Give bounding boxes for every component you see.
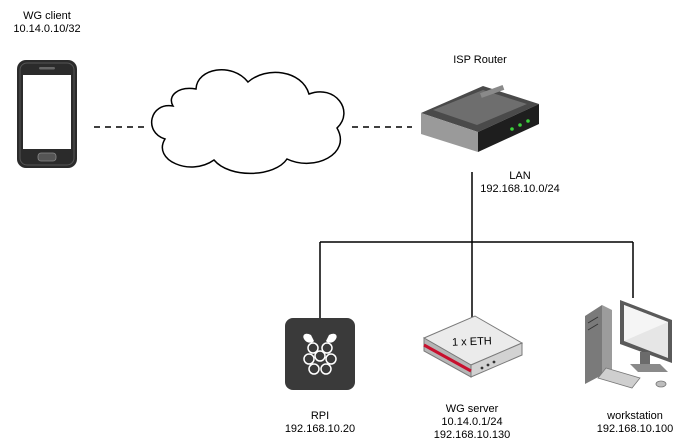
wg-server-tunnel-ip: 10.14.0.1/24 [441, 416, 503, 428]
server-appliance-icon [422, 315, 524, 378]
rpi-name: RPI [310, 410, 330, 422]
wg-client-name: WG client [23, 10, 71, 22]
lan-name: LAN [509, 170, 531, 182]
workstation-ip: 192.168.10.100 [596, 423, 674, 435]
rpi-label: RPI 192.168.10.20 [270, 410, 370, 436]
workstation-icon [585, 300, 672, 389]
rpi-ip: 192.168.10.20 [284, 423, 356, 435]
wg-server-lan-ip: 192.168.10.130 [433, 429, 511, 441]
phone-icon [17, 60, 77, 168]
server-interface-label: 1 x ETH [452, 335, 492, 348]
workstation-name: workstation [607, 410, 663, 422]
wg-server-name: WG server [445, 403, 499, 415]
cloud-icon [150, 69, 345, 175]
router-icon [421, 85, 539, 152]
wg-client-label: WG client 10.14.0.10/32 [0, 10, 94, 36]
lan-label: LAN 192.168.10.0/24 [470, 170, 570, 196]
wg-client-ip: 10.14.0.10/32 [13, 23, 81, 35]
raspberry-pi-icon [285, 318, 355, 390]
isp-router-name: ISP Router [453, 54, 507, 66]
isp-router-label: ISP Router [430, 54, 530, 67]
wg-server-label: WG server 10.14.0.1/24 192.168.10.130 [412, 403, 532, 442]
workstation-label: workstation 192.168.10.100 [580, 410, 690, 436]
lan-subnet: 192.168.10.0/24 [480, 183, 560, 195]
